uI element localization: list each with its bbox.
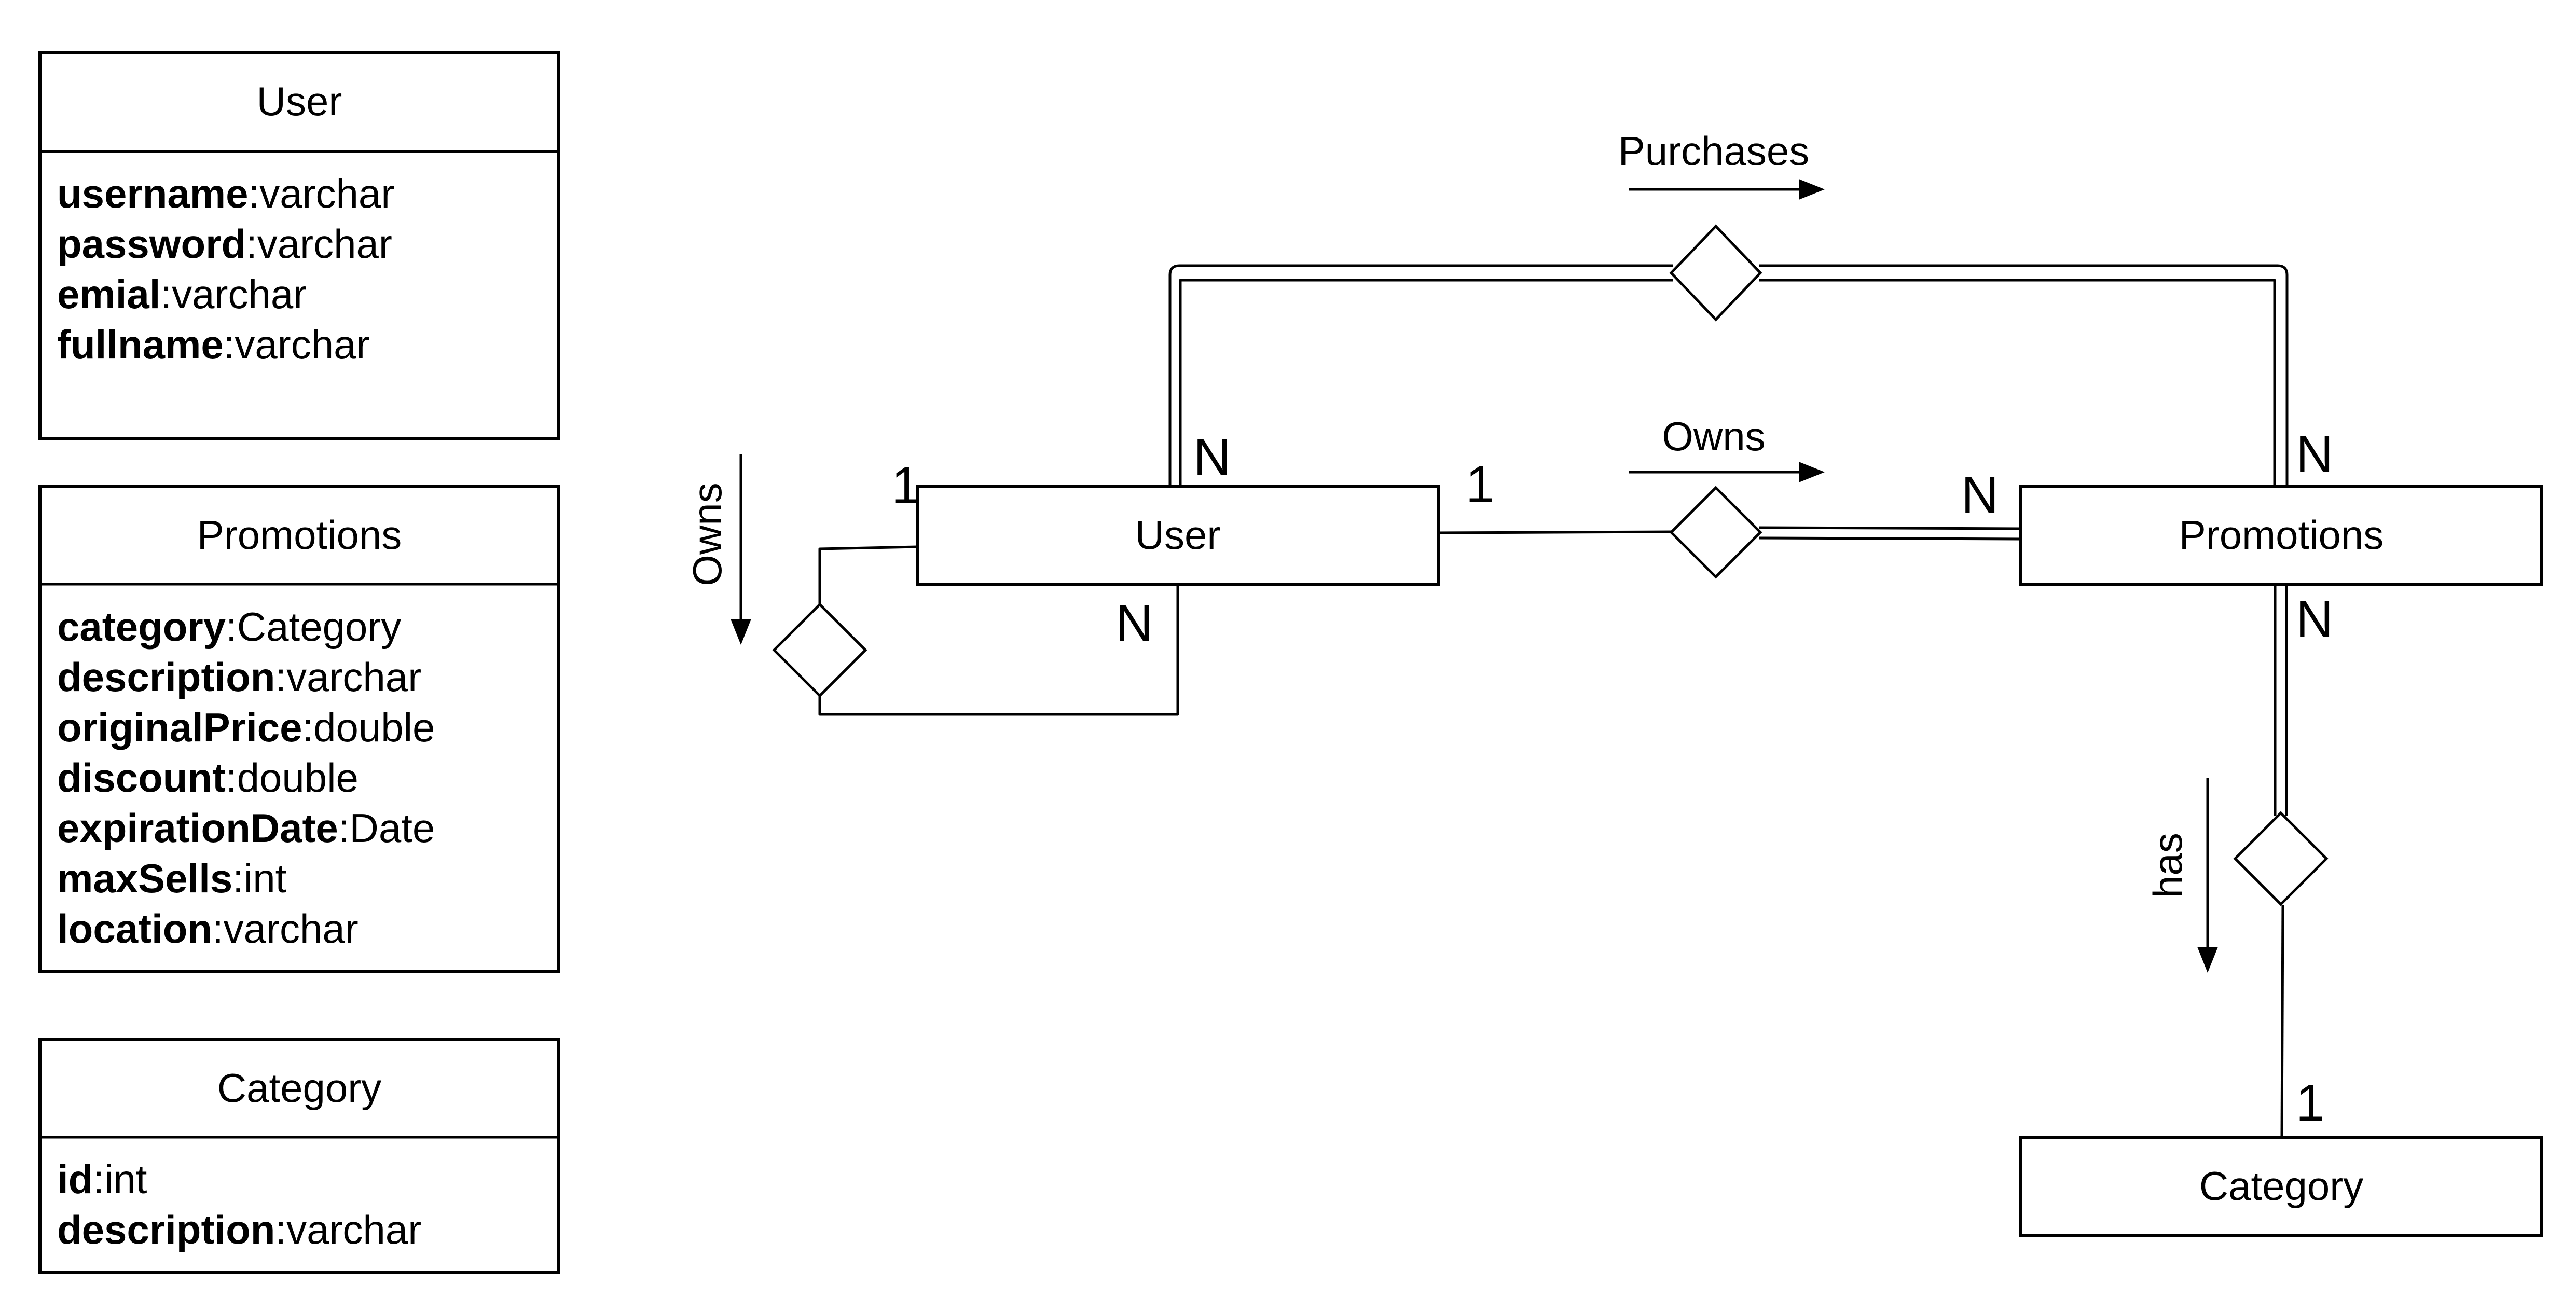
attribute-type: :varchar <box>249 171 395 216</box>
entity-category: Category <box>2019 1136 2543 1237</box>
purchases-connector <box>1168 264 2289 486</box>
entity-label-user: User <box>1135 512 1221 558</box>
cardinality-user-owns: 1 <box>1466 456 1495 514</box>
attribute-row: id:int <box>57 1156 147 1202</box>
entity-label-promotions: Promotions <box>2179 512 2384 558</box>
attribute-type: :varchar <box>160 271 307 317</box>
attribute-row: password:varchar <box>57 221 392 267</box>
attribute-row: discount:double <box>57 755 359 801</box>
owns-connector <box>1438 526 2021 541</box>
cardinality-user-self-one: 1 <box>891 457 920 515</box>
attribute-name: expirationDate <box>57 805 338 851</box>
attribute-name: originalPrice <box>57 705 302 750</box>
class-title-category: Category <box>217 1065 382 1111</box>
attribute-row: category:Category <box>57 604 401 650</box>
class-title-promotions: Promotions <box>197 512 402 558</box>
attribute-row: description:varchar <box>57 1207 421 1252</box>
entity-user: User <box>916 485 1440 586</box>
attribute-type: :varchar <box>212 906 359 951</box>
attribute-type: :int <box>93 1156 147 1202</box>
attribute-row: originalPrice:double <box>57 705 435 750</box>
attribute-name: maxSells <box>57 855 232 901</box>
attribute-name: description <box>57 654 275 700</box>
attribute-type: :varchar <box>275 654 421 700</box>
attribute-name: location <box>57 906 212 951</box>
class-box-category: Category id:int description:varchar <box>38 1038 560 1274</box>
relationship-label-owns: Owns <box>1662 413 1765 459</box>
attribute-row: location:varchar <box>57 906 359 951</box>
entity-promotions: Promotions <box>2019 485 2543 586</box>
relationship-diamond-self-owns <box>772 602 867 698</box>
cardinality-promotions-owns: N <box>1961 466 1999 524</box>
attribute-name: password <box>57 221 246 267</box>
attribute-name: fullname <box>57 322 224 367</box>
has-connector <box>2274 584 2288 1138</box>
attribute-row: maxSells:int <box>57 855 287 901</box>
attribute-type: :varchar <box>224 322 370 367</box>
relationship-diamond-has <box>2233 811 2329 906</box>
class-box-user: User username:varchar password:varchar e… <box>38 51 560 440</box>
class-box-promotions: Promotions category:Category description… <box>38 485 560 973</box>
attribute-type: :Date <box>338 805 435 851</box>
class-title-user: User <box>257 78 342 124</box>
relationship-label-self-owns: Owns <box>684 482 730 586</box>
attribute-name: id <box>57 1156 93 1202</box>
relationship-label-purchases: Purchases <box>1618 128 1810 174</box>
attribute-name: emial <box>57 271 160 317</box>
self-owns-connector <box>818 545 1179 716</box>
cardinality-user-purchases: N <box>1193 428 1231 486</box>
attribute-row: username:varchar <box>57 171 394 216</box>
attribute-name: description <box>57 1207 275 1252</box>
cardinality-user-self-many: N <box>1115 594 1153 652</box>
attribute-name: username <box>57 171 249 216</box>
attribute-row: emial:varchar <box>57 271 307 317</box>
attribute-type: :double <box>226 755 359 801</box>
attribute-name: category <box>57 604 226 650</box>
attribute-row: expirationDate:Date <box>57 805 435 851</box>
attribute-type: :varchar <box>275 1207 421 1252</box>
entity-label-category: Category <box>2199 1163 2364 1209</box>
cardinality-promotions-has: N <box>2296 590 2333 648</box>
attribute-row: description:varchar <box>57 654 421 700</box>
attribute-type: :Category <box>226 604 401 650</box>
relationship-diamond-owns <box>1669 486 1762 579</box>
relationship-diamond-purchases <box>1669 224 1762 322</box>
attribute-type: :double <box>302 705 435 750</box>
attribute-name: discount <box>57 755 226 801</box>
cardinality-promotions-purchases: N <box>2296 425 2333 484</box>
attribute-type: :int <box>232 855 286 901</box>
attribute-type: :varchar <box>246 221 392 267</box>
cardinality-category-has: 1 <box>2296 1074 2325 1132</box>
relationship-label-has: has <box>2145 833 2191 898</box>
attribute-row: fullname:varchar <box>57 322 370 367</box>
